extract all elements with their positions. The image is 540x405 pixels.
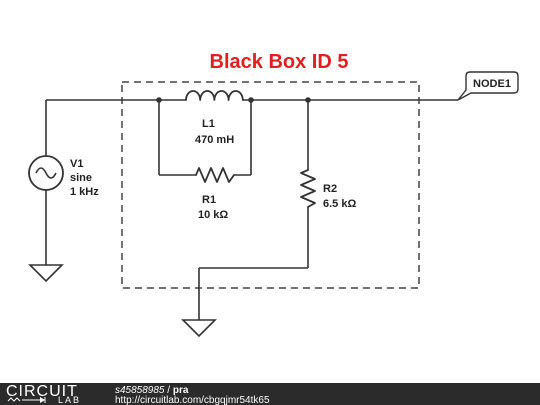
footer-user-project: s45858985 / pra (115, 385, 189, 396)
junction-dot (248, 97, 254, 103)
ground-icon-source (28, 264, 64, 283)
inductor-value: 470 mH (195, 134, 234, 146)
r2-name: R2 (323, 183, 337, 195)
footer-brand-sub: LAB (58, 395, 81, 405)
diagram-title: Black Box ID 5 (210, 51, 349, 73)
junction-dot (305, 97, 311, 103)
inductor-l1 (185, 90, 244, 101)
black-box-boundary (121, 81, 420, 289)
source-frequency: 1 kHz (70, 186, 99, 198)
r2-value: 6.5 kΩ (323, 198, 356, 210)
footer-bar (0, 383, 540, 405)
footer-separator: / (165, 385, 173, 396)
resistor-r2 (300, 169, 316, 208)
node-label-text: NODE1 (473, 78, 511, 90)
r1-name: R1 (202, 194, 216, 206)
resistor-r1 (195, 167, 235, 183)
node-label-flag (457, 71, 519, 101)
junction-dot (156, 97, 162, 103)
source-name: V1 (70, 158, 83, 170)
footer-brand: CIRCUIT (6, 383, 78, 400)
circuitlab-logo-icon (7, 397, 46, 403)
ground-icon-inner (181, 319, 217, 338)
sine-wave-icon (35, 167, 57, 179)
inductor-name: L1 (202, 118, 215, 130)
r1-value: 10 kΩ (198, 209, 228, 221)
footer-url-link[interactable]: http://circuitlab.com/cbgqjmr54tk65 (115, 395, 270, 405)
footer-project[interactable]: pra (173, 385, 189, 396)
source-type: sine (70, 172, 92, 184)
footer-user[interactable]: s45858985 (115, 385, 165, 396)
